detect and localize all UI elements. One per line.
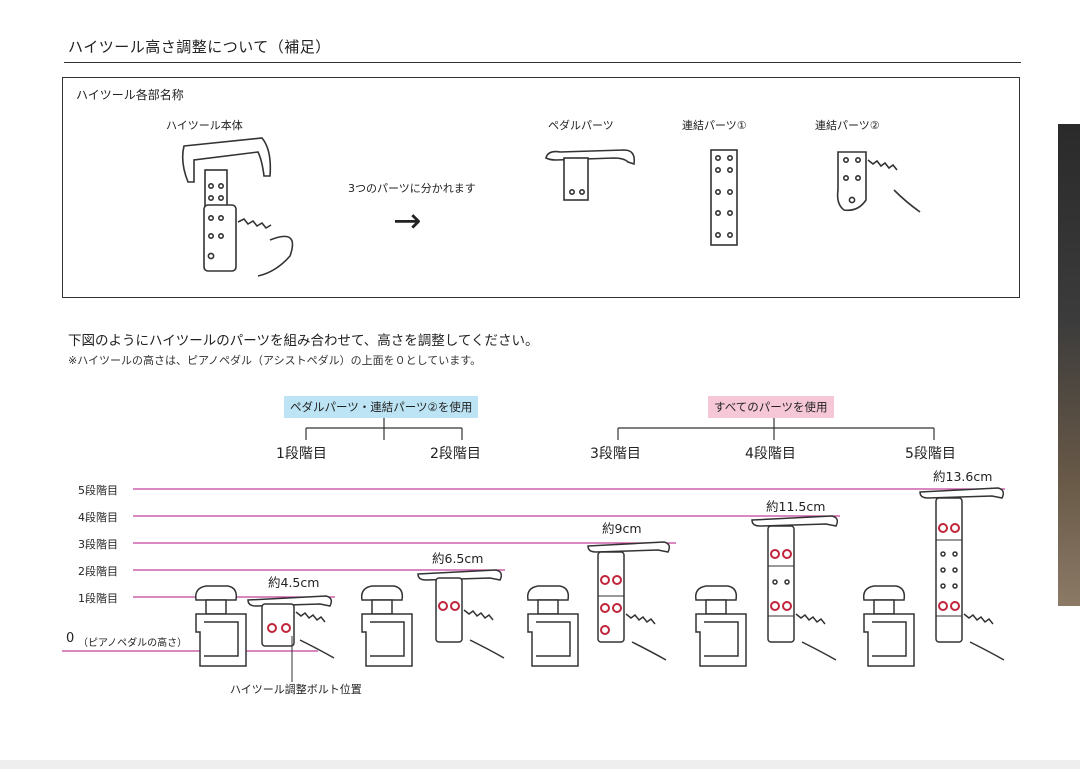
height-label-5: 約13.6cm [933,469,993,484]
note-text: ※ハイツールの高さは、ピアノペダル（アシストペダル）の上面を０としています。 [68,354,482,367]
level-label-1: 1段階目 [78,592,118,605]
step-label-5: 5段階目 [905,446,956,462]
bolt-rings-step-3 [600,575,622,635]
title-divider [64,62,1021,63]
bolt-rings-step-4 [770,549,792,611]
photo-edge [1058,124,1080,606]
bolt-rings-step-2 [438,601,460,611]
group-tree-lines [305,418,935,440]
page-title: ハイツール高さ調整について（補足） [68,38,331,56]
instruction-text: 下図のようにハイツールのパーツを組み合わせて、高さを調整してください。 [68,333,539,349]
group-b-badge: すべてのパーツを使用 [708,396,834,418]
pedal-parts-label: ペダルパーツ [548,119,614,132]
pedal-parts-illustration [545,149,636,201]
height-label-4: 約11.5cm [766,499,826,514]
link2-illustration [836,151,921,213]
link1-illustration [710,149,738,246]
step-label-4: 4段階目 [745,446,796,462]
hightool-body-illustration [181,137,294,277]
parts-heading: ハイツール各部名称 [76,88,184,102]
step-label-3: 3段階目 [590,446,641,462]
device-step-5 [862,487,1005,667]
device-step-2 [360,569,505,667]
height-label-1: 約4.5cm [268,575,320,590]
level-label-0: 0 [66,631,75,646]
device-step-3 [526,541,671,667]
parts-box [62,77,1020,298]
bolt-position-label: ハイツール調整ボルト位置 [230,683,362,696]
body-label: ハイツール本体 [166,119,243,132]
link1-label: 連結パーツ① [682,119,747,132]
step-label-1: 1段階目 [276,446,327,462]
split-text: 3つのパーツに分かれます [348,182,476,195]
height-label-3: 約9cm [602,521,642,536]
level-label-4: 4段階目 [78,511,118,524]
bottom-bar [0,760,1080,769]
bolt-rings-step-1 [267,623,291,633]
level-label-3: 3段階目 [78,538,118,551]
link2-label: 連結パーツ② [815,119,880,132]
level-label-5: 5段階目 [78,484,118,497]
level-label-2: 2段階目 [78,565,118,578]
device-step-1 [194,585,335,682]
step-label-2: 2段階目 [430,446,481,462]
bolt-rings-step-5 [938,523,960,611]
level-label-0-desc: （ピアノペダルの高さ） [78,638,188,649]
group-a-badge: ペダルパーツ・連結パーツ②を使用 [284,396,479,418]
right-arrow-icon: → [393,201,422,241]
device-step-4 [694,515,839,667]
height-label-2: 約6.5cm [432,551,484,566]
